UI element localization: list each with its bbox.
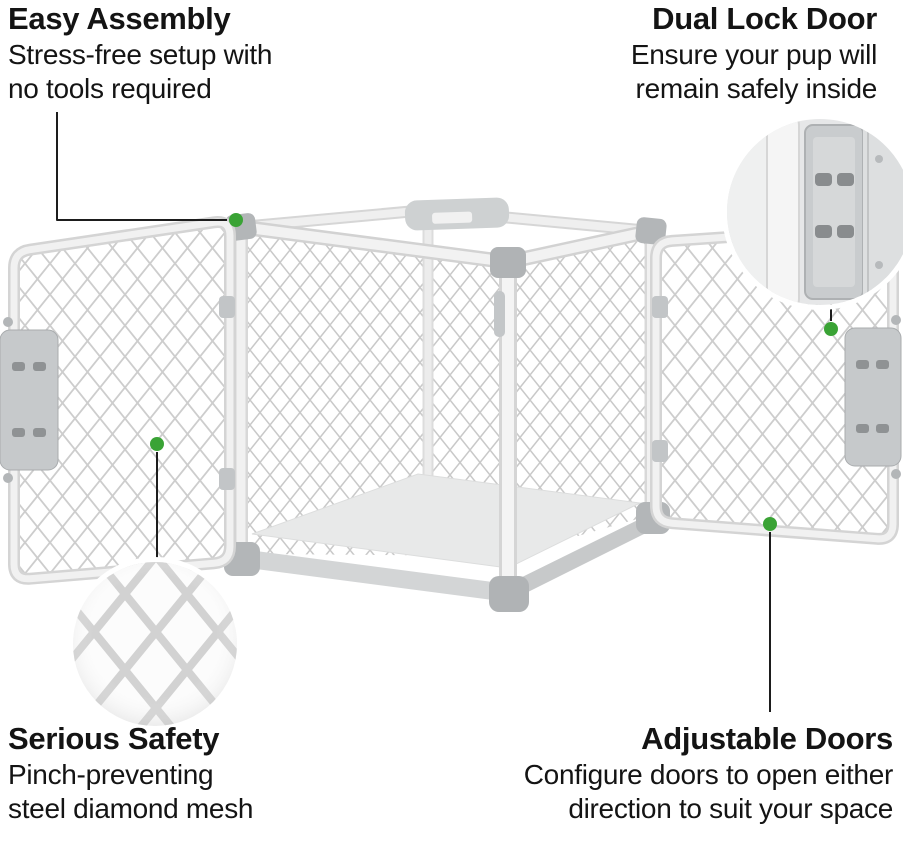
lock-slot xyxy=(876,360,889,369)
callout-title: Easy Assembly xyxy=(8,1,231,36)
lock-slot xyxy=(856,360,869,369)
lock-slot xyxy=(837,225,854,238)
left-door xyxy=(0,216,236,585)
crate-back-mesh-panels xyxy=(246,230,648,556)
callout-dual-lock-door: Dual Lock Door Ensure your pup will rema… xyxy=(631,1,877,106)
callout-adjustable-doors: Adjustable Doors Configure doors to open… xyxy=(523,721,894,826)
lock-slot xyxy=(837,173,854,186)
callout-text-line: no tools required xyxy=(8,73,212,104)
callout-text-line: steel diamond mesh xyxy=(8,793,254,824)
lock-slot xyxy=(33,362,46,371)
lock-detail-inset xyxy=(727,119,903,305)
mesh-detail-photo xyxy=(73,562,237,726)
callout-text-line: direction to suit your space xyxy=(568,793,893,824)
callout-serious-safety: Serious Safety Pinch-preventing steel di… xyxy=(8,721,253,826)
feature-dot-easy-assembly xyxy=(229,213,243,227)
lock-slot xyxy=(876,424,889,433)
callout-annotations xyxy=(56,112,838,712)
crate-handle xyxy=(404,197,510,231)
mesh-detail-inset xyxy=(73,562,237,726)
hinge-pin xyxy=(3,473,13,483)
lock-slot xyxy=(815,225,832,238)
lock-slot xyxy=(12,428,25,437)
lock-slot xyxy=(856,424,869,433)
callout-title: Adjustable Doors xyxy=(641,721,893,756)
callout-title: Dual Lock Door xyxy=(652,1,877,36)
callout-line-easy-assembly xyxy=(56,112,227,221)
left-door-lock-plate xyxy=(0,317,59,483)
feature-dot-dual-lock xyxy=(824,322,838,336)
lock-detail-photo xyxy=(727,119,903,305)
door-latch xyxy=(494,291,505,337)
left-door-hinge xyxy=(219,468,235,490)
hinge-pin xyxy=(891,469,901,479)
callout-text-line: remain safely inside xyxy=(635,73,878,104)
crate-floor xyxy=(233,473,656,602)
hinge-pin xyxy=(891,315,901,325)
lock-slot xyxy=(815,173,832,186)
right-door-hinge xyxy=(652,440,668,462)
left-door-hinge xyxy=(219,296,235,318)
feature-dot-adjustable-doors xyxy=(763,517,777,531)
callout-text-line: Pinch-preventing xyxy=(8,759,214,790)
hinge-pin xyxy=(3,317,13,327)
callout-title: Serious Safety xyxy=(8,721,220,756)
lock-slot xyxy=(33,428,46,437)
callout-text-line: Stress-free setup with xyxy=(8,39,273,70)
callout-text-line: Configure doors to open either xyxy=(523,759,894,790)
right-door-hinge xyxy=(652,296,668,318)
feature-dot-serious-safety xyxy=(150,437,164,451)
callout-text-line: Ensure your pup will xyxy=(630,39,877,70)
right-door-lock-plate xyxy=(844,315,902,479)
callout-easy-assembly: Easy Assembly Stress-free setup with no … xyxy=(8,1,272,106)
lock-slot xyxy=(12,362,25,371)
